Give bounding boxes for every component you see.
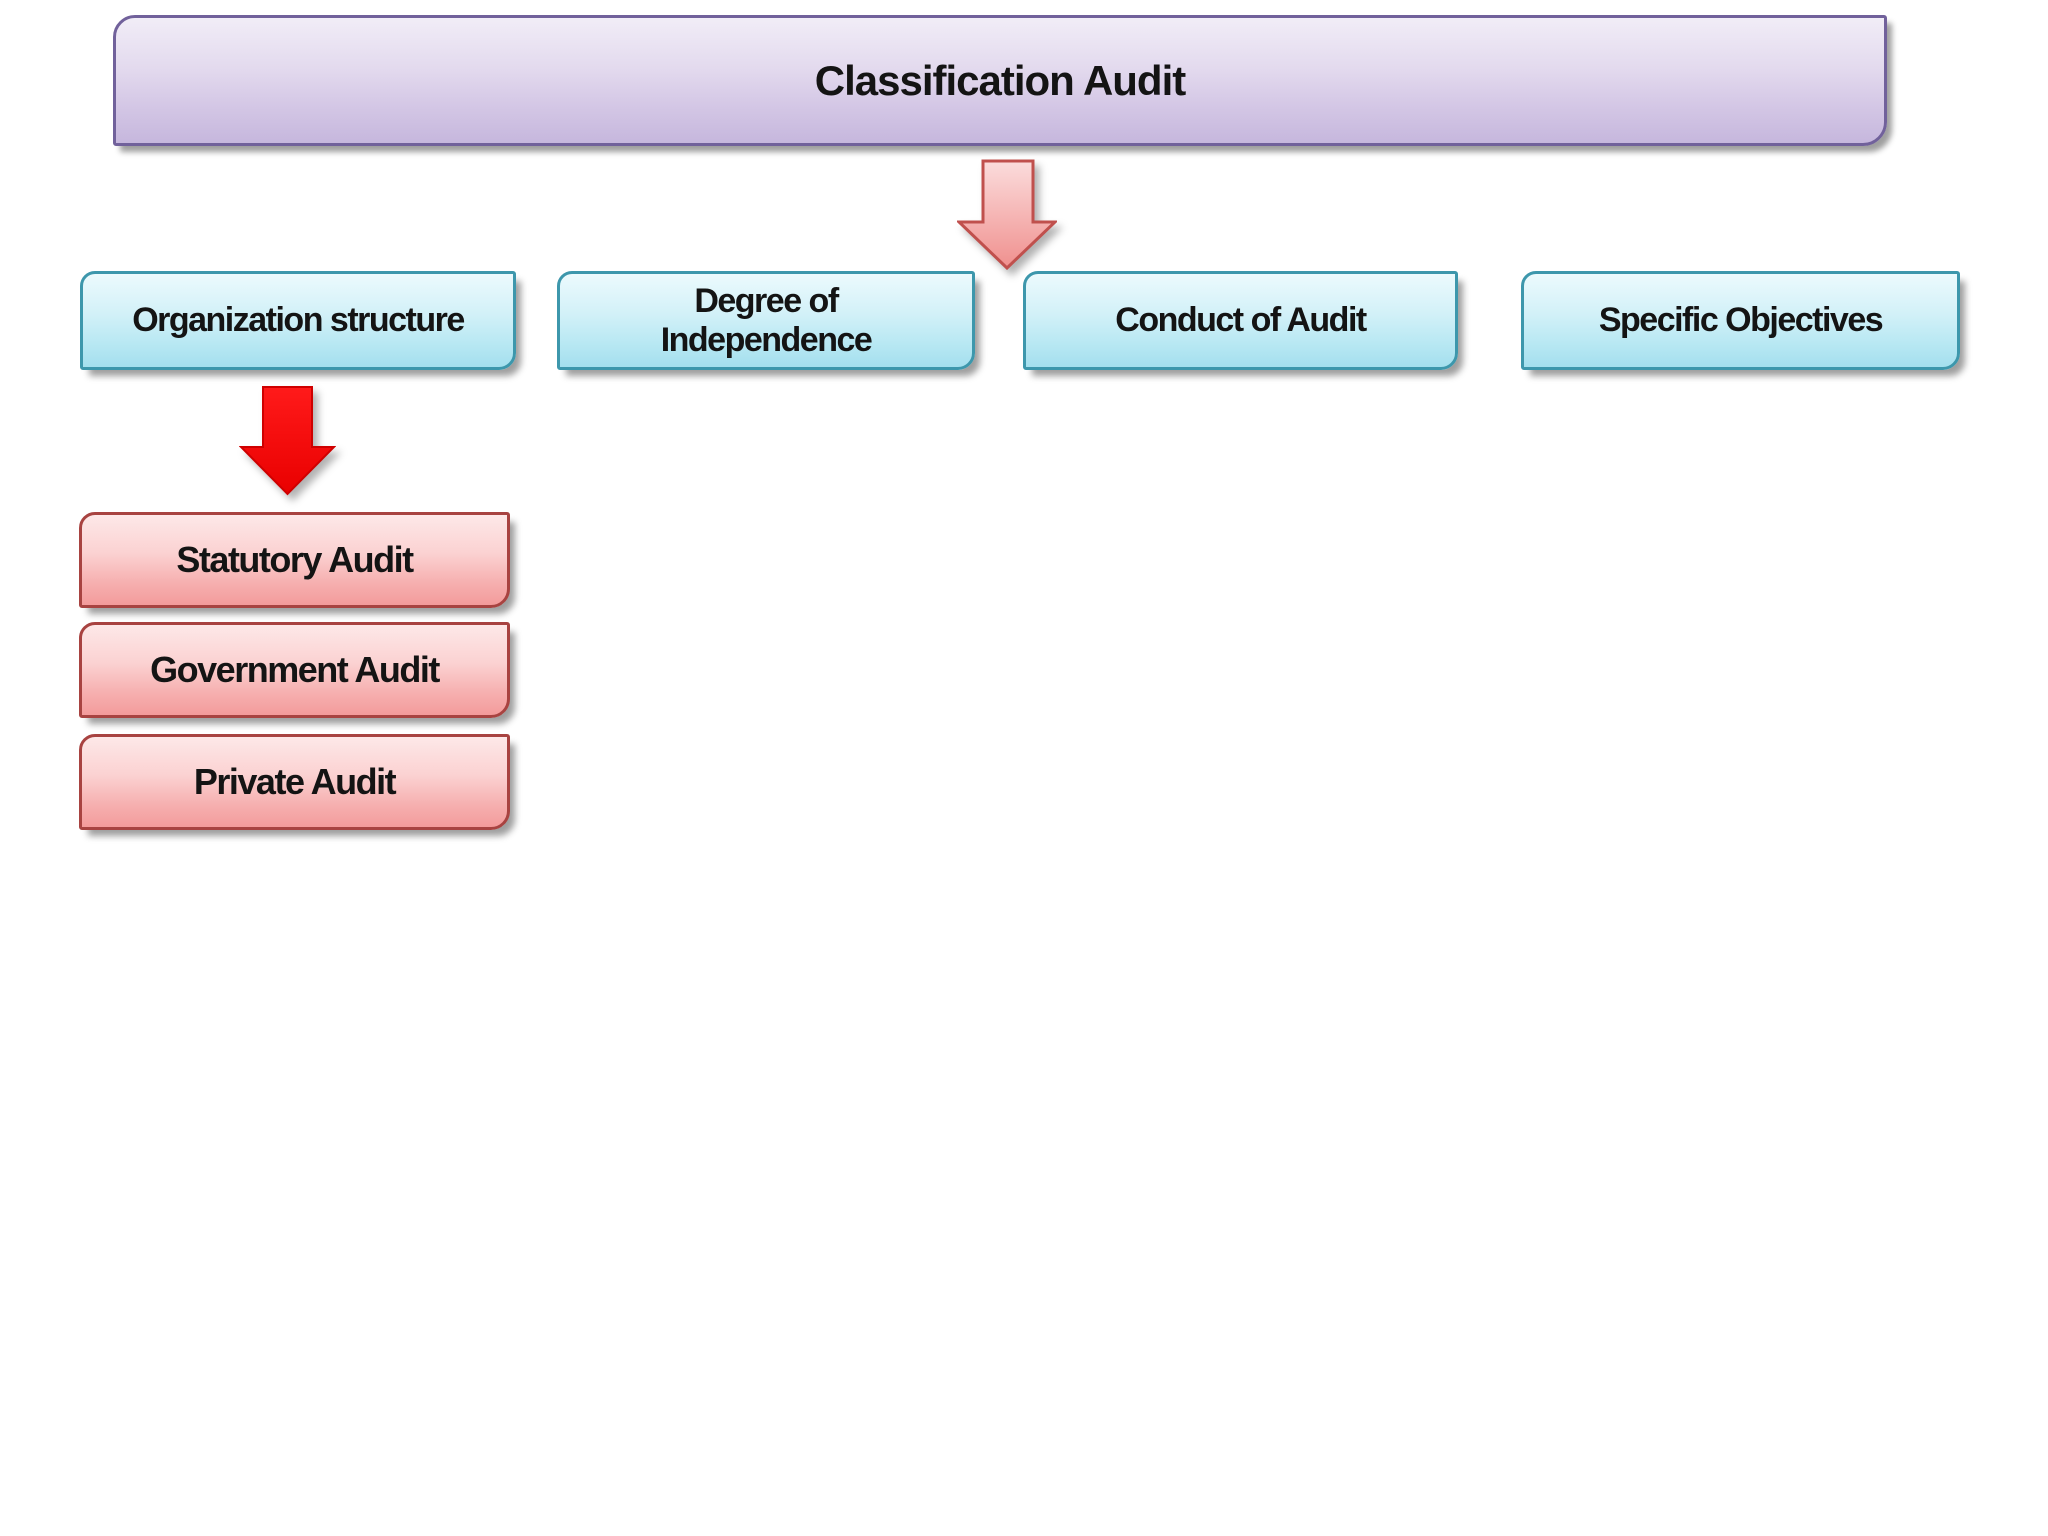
type-label: Private Audit xyxy=(193,761,397,802)
diagram-title-text: Classification Audit xyxy=(814,56,1186,104)
diagram-node-title: Classification Audit xyxy=(113,15,1887,146)
red-down-arrow-icon xyxy=(239,386,336,496)
category-label: Conduct of Audit xyxy=(1115,301,1367,340)
diagram-node-specific-objectives: Specific Objectives xyxy=(1521,271,1960,370)
diagram-node-organization-structure: Organization structure xyxy=(80,271,516,370)
diagram-node-conduct-of-audit: Conduct of Audit xyxy=(1023,271,1458,370)
pink-down-arrow-icon xyxy=(957,159,1057,270)
category-label: Specific Objectives xyxy=(1598,301,1884,340)
type-label: Government Audit xyxy=(150,649,440,690)
diagram-node-statutory-audit: Statutory Audit xyxy=(79,512,510,608)
diagram-node-private-audit: Private Audit xyxy=(79,734,510,830)
category-label: Organization structure xyxy=(132,301,465,340)
diagram-node-government-audit: Government Audit xyxy=(79,622,510,718)
type-label: Statutory Audit xyxy=(176,539,414,580)
diagram-node-degree-of-independence: Degree of Independence xyxy=(557,271,975,370)
category-label: Degree of Independence xyxy=(660,282,873,359)
